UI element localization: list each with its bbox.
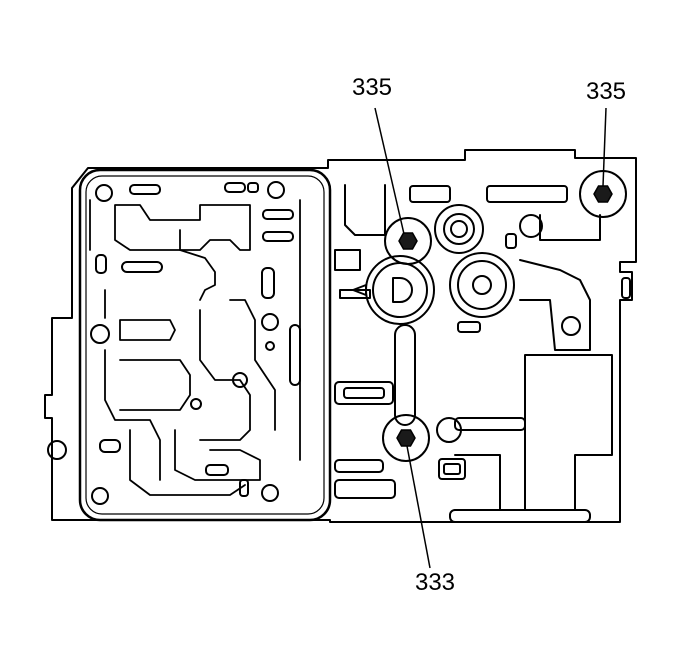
plate-passage bbox=[89, 199, 301, 461]
plate-slot bbox=[261, 267, 275, 299]
lower-cavity bbox=[524, 354, 613, 511]
bolt-boss-bottom bbox=[382, 414, 430, 462]
small-plug bbox=[519, 214, 543, 238]
separator-plate-inner bbox=[85, 175, 325, 515]
plate-slot bbox=[262, 231, 294, 242]
plate-orifice bbox=[190, 398, 202, 410]
plate-hole-br bbox=[261, 484, 279, 502]
bolt-335-center bbox=[398, 232, 418, 250]
fitting-hex-mid bbox=[443, 213, 475, 245]
plate-hole-mr bbox=[261, 313, 279, 331]
bore-slot bbox=[486, 185, 568, 203]
fitting-hex-inner bbox=[450, 220, 468, 238]
leader-line-335-center bbox=[374, 107, 405, 235]
plate-slot bbox=[129, 184, 161, 195]
bore-channel bbox=[334, 249, 361, 271]
lower-square-port-inner bbox=[443, 463, 461, 475]
lower-slot bbox=[449, 509, 591, 523]
plate-passage bbox=[129, 429, 246, 496]
horizontal-slot bbox=[334, 381, 394, 405]
plate-hole-tl bbox=[95, 184, 113, 202]
lower-cavity-2 bbox=[454, 454, 501, 511]
plate-slot bbox=[262, 209, 294, 220]
bore-slot bbox=[457, 321, 481, 333]
d-shaped-plug bbox=[392, 277, 413, 303]
plate-slot bbox=[224, 182, 246, 193]
plate-hole-bl bbox=[91, 487, 109, 505]
right-ear-slot bbox=[621, 277, 631, 299]
valve-body-outline bbox=[44, 149, 637, 523]
plate-passage bbox=[179, 229, 216, 301]
body-hole bbox=[561, 316, 581, 336]
large-bore-right-center bbox=[472, 275, 492, 295]
plate-passage bbox=[199, 309, 251, 441]
horizontal-slot bbox=[334, 479, 396, 499]
bolt-boss-center bbox=[384, 217, 432, 265]
large-bore-left-inner bbox=[372, 262, 428, 318]
horizontal-slot bbox=[454, 417, 526, 431]
callout-335-right-label: 335 bbox=[586, 78, 626, 105]
bore-notch bbox=[352, 284, 367, 296]
bore-channel bbox=[344, 184, 386, 236]
leader-line-333-bottom bbox=[406, 445, 431, 569]
callout-333-bottom-label: 333 bbox=[415, 569, 455, 596]
plate-passage bbox=[119, 319, 176, 341]
bore-channel bbox=[339, 289, 371, 299]
plate-slot bbox=[121, 261, 163, 273]
plate-passage bbox=[119, 359, 191, 411]
plate-hole-tr bbox=[267, 181, 285, 199]
bore-slot bbox=[505, 233, 517, 249]
plate-orifice bbox=[265, 341, 275, 351]
bore-channel bbox=[539, 214, 601, 241]
plate-slot bbox=[99, 439, 121, 453]
vertical-passage bbox=[394, 324, 416, 426]
case-hole-left bbox=[47, 440, 67, 460]
plate-slot bbox=[247, 182, 259, 193]
large-bore-right bbox=[449, 252, 515, 318]
large-bore-right-inner bbox=[457, 260, 507, 310]
plate-hole-ml bbox=[90, 324, 110, 344]
leader-line-335-right bbox=[602, 107, 607, 187]
separator-plate bbox=[78, 168, 332, 522]
horizontal-slot bbox=[334, 459, 384, 473]
lower-square-port bbox=[438, 458, 466, 480]
bolt-335-right bbox=[593, 185, 613, 203]
lower-plug bbox=[436, 417, 462, 443]
plate-orifice bbox=[232, 372, 248, 388]
plate-slot bbox=[205, 464, 229, 476]
plate-passage bbox=[174, 429, 261, 481]
callout-335-center-label: 335 bbox=[352, 74, 392, 101]
fitting-hex-outer bbox=[434, 204, 484, 254]
horizontal-slot-inner bbox=[343, 387, 385, 399]
plate-passage bbox=[114, 204, 251, 251]
bore-channel bbox=[519, 259, 591, 351]
bore-slot bbox=[409, 185, 451, 203]
plate-passage bbox=[104, 289, 161, 481]
plate-slot bbox=[289, 324, 301, 386]
plate-slot bbox=[95, 254, 107, 274]
large-bore-left bbox=[365, 255, 435, 325]
plate-passage bbox=[229, 299, 276, 431]
bolt-333-bottom bbox=[396, 429, 416, 447]
